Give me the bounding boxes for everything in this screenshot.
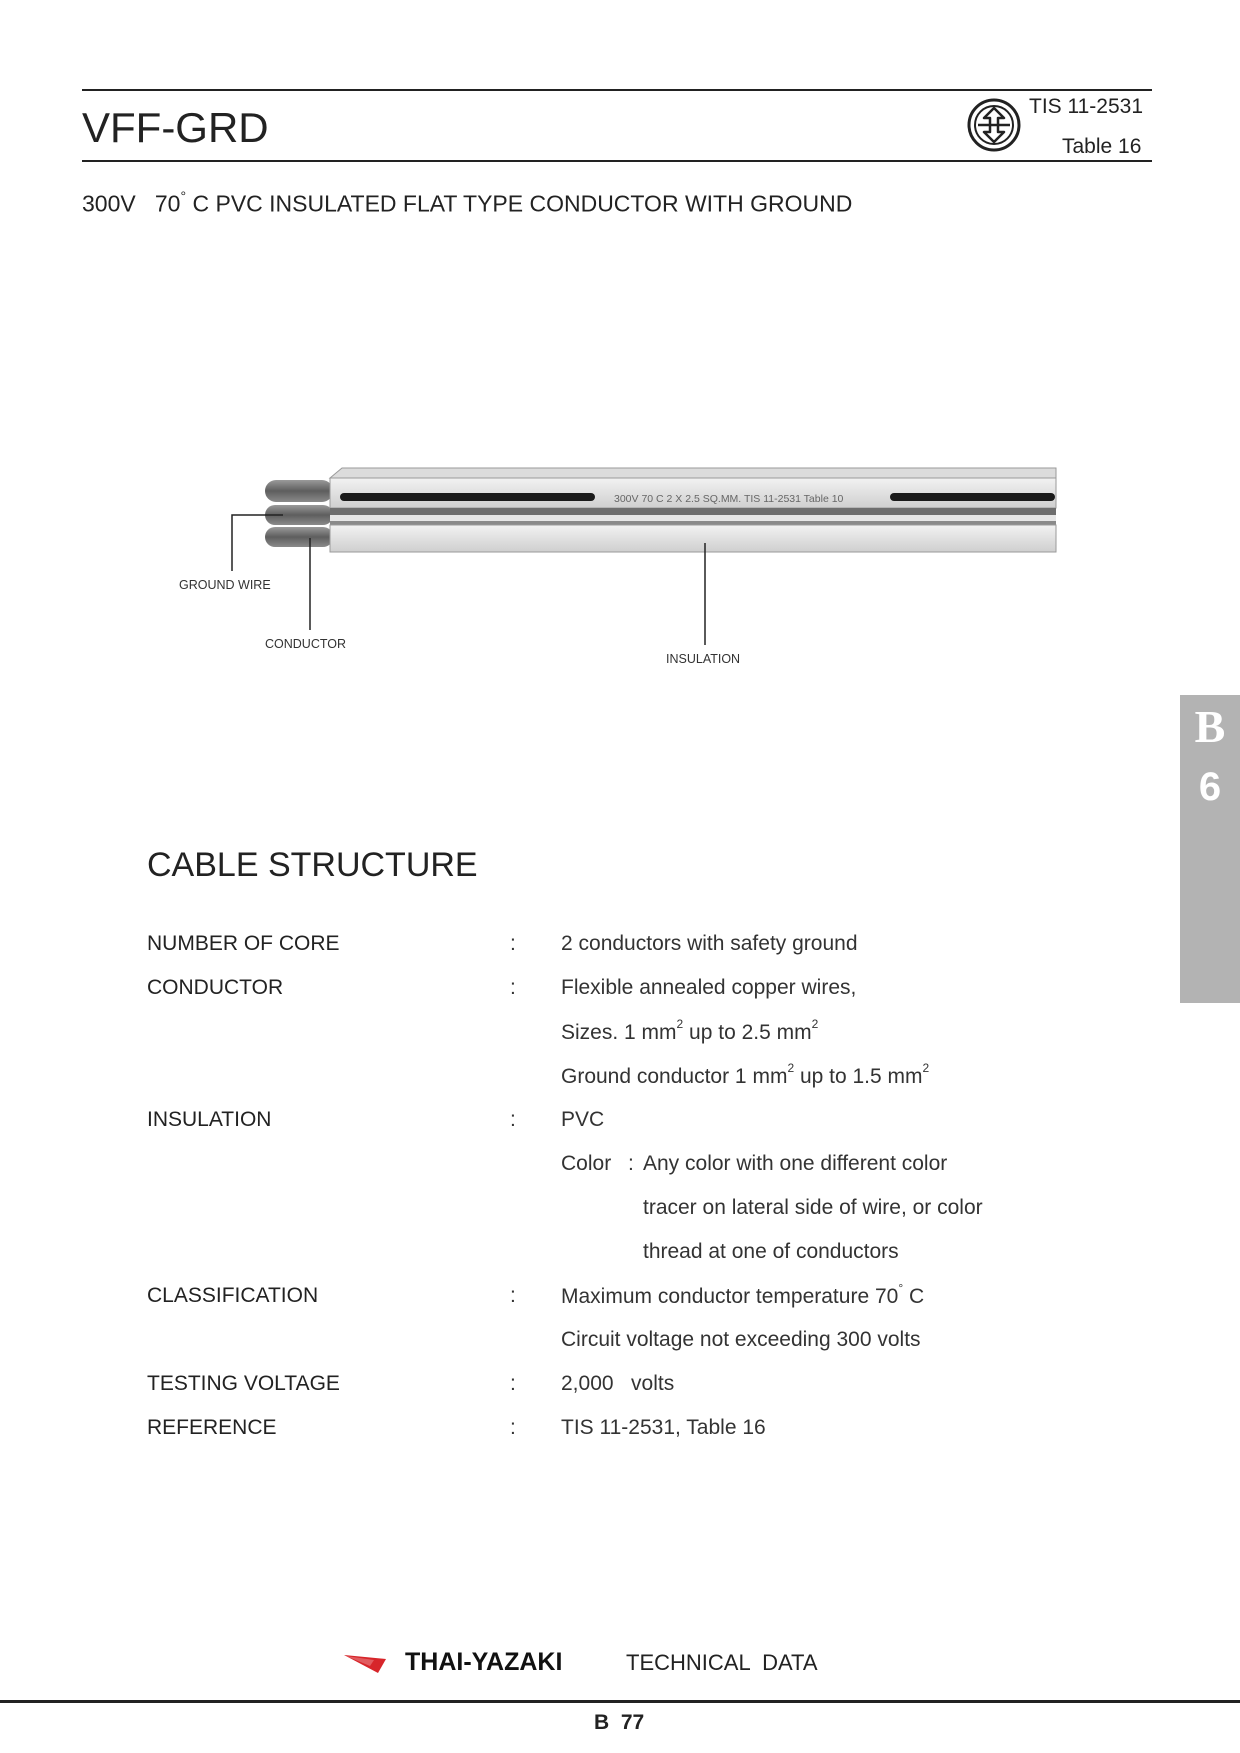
conductor-core-top <box>265 480 333 502</box>
spec-colon: : <box>510 932 516 955</box>
spec-row-classification: CLASSIFICATION : Maximum conductor tempe… <box>0 1281 1240 1324</box>
cable-diagram: 300V 70 C 2 X 2.5 SQ.MM. TIS 11-2531 Tab… <box>231 467 1057 645</box>
spec-value: Circuit voltage not exceeding 300 volts <box>561 1328 921 1351</box>
spec-colon: : <box>510 1108 516 1131</box>
page-number: B 77 <box>594 1711 645 1734</box>
tis-standard-mark-icon <box>967 98 1021 152</box>
spec-row-conductor-sizes: Sizes. 1 mm2 up to 2.5 mm2 <box>0 1017 1240 1060</box>
tracer-line-right <box>890 493 1055 501</box>
header-bottom-rule <box>82 160 1152 162</box>
section-side-tab: B 6 <box>1180 695 1240 1003</box>
standard-table: Table 16 <box>1062 135 1142 158</box>
spec-row-number-of-core: NUMBER OF CORE : 2 conductors with safet… <box>0 932 1240 972</box>
page-subtitle: 300V 70° C PVC INSULATED FLAT TYPE CONDU… <box>82 188 853 218</box>
footer-brand: THAI-YAZAKI <box>405 1648 563 1676</box>
side-tab-letter: B <box>1194 701 1226 752</box>
spec-row-ground-conductor: Ground conductor 1 mm2 up to 1.5 mm2 <box>0 1061 1240 1104</box>
subtitle-degree: ° <box>180 188 187 204</box>
header-top-rule <box>82 89 1152 91</box>
spec-value: 2,000 volts <box>561 1372 675 1395</box>
label-ground-wire: GROUND WIRE <box>179 578 271 592</box>
ground-wire-leader <box>231 514 283 571</box>
cable-print-text: 300V 70 C 2 X 2.5 SQ.MM. TIS 11-2531 Tab… <box>614 493 844 505</box>
insulation-jacket-bottom <box>329 524 1057 553</box>
spec-value: Flexible annealed copper wires, <box>561 976 857 999</box>
spec-label: REFERENCE <box>147 1416 277 1439</box>
side-tab-number: 6 <box>1198 765 1222 809</box>
spec-value: TIS 11-2531, Table 16 <box>561 1416 766 1439</box>
conductor-core-bottom <box>265 527 333 547</box>
spec-value-sizes: Sizes. 1 mm2 up to 2.5 mm2 <box>561 1017 819 1044</box>
ground-wire-core <box>265 505 333 525</box>
spec-colon: : <box>510 1284 516 1307</box>
spec-value: PVC <box>561 1108 605 1131</box>
cable-structure-heading: CABLE STRUCTURE <box>147 846 478 884</box>
spec-colon: : <box>510 1416 516 1439</box>
spec-label: CLASSIFICATION <box>147 1284 319 1307</box>
standard-code: TIS 11-2531 <box>1029 95 1144 118</box>
label-insulation: INSULATION <box>666 652 741 666</box>
insulation-color-line3: thread at one of conductors <box>643 1240 899 1263</box>
spec-colon: : <box>510 1372 516 1395</box>
spec-value: 2 conductors with safety ground <box>561 932 858 955</box>
footer-rule <box>0 1700 1240 1703</box>
spec-value-ground: Ground conductor 1 mm2 up to 1.5 mm2 <box>561 1061 930 1088</box>
spec-value: Maximum conductor temperature 70° C <box>561 1281 925 1308</box>
insulation-divider <box>330 515 1056 521</box>
insulation-color-label: Color <box>561 1152 612 1175</box>
tracer-line-left <box>340 493 595 501</box>
subtitle-temperature: 70 <box>154 190 181 217</box>
spec-row-insulation: INSULATION : PVC <box>0 1108 1240 1148</box>
cable-illustration: 300V 70 C 2 X 2.5 SQ.MM. TIS 11-2531 Tab… <box>231 467 1057 645</box>
spec-row-testing-voltage: TESTING VOLTAGE : 2,000 volts <box>0 1372 1240 1412</box>
insulation-color-colon: : <box>628 1152 634 1175</box>
ground-wire-stripe <box>330 508 1056 515</box>
insulation-color-line1: Any color with one different color <box>643 1152 948 1175</box>
page-title: VFF-GRD <box>82 104 269 151</box>
spec-label: INSULATION <box>147 1108 272 1131</box>
spec-label: NUMBER OF CORE <box>147 932 340 955</box>
spec-label: CONDUCTOR <box>147 976 284 999</box>
subtitle-voltage: 300V <box>82 190 136 217</box>
insulation-top-bevel <box>328 467 1057 479</box>
spec-row-circuit-voltage: Circuit voltage not exceeding 300 volts <box>0 1328 1240 1368</box>
spec-colon: : <box>510 976 516 999</box>
insulation-groove <box>330 521 1056 525</box>
thai-yazaki-logo-icon <box>344 1655 386 1673</box>
spec-label: TESTING VOLTAGE <box>147 1372 340 1395</box>
label-conductor: CONDUCTOR <box>265 637 347 651</box>
footer-tagline: TECHNICAL DATA <box>626 1650 818 1675</box>
spec-row-conductor: CONDUCTOR : Flexible annealed copper wir… <box>0 976 1240 1016</box>
subtitle-description: C PVC INSULATED FLAT TYPE CONDUCTOR WITH… <box>192 190 853 217</box>
spec-row-reference: REFERENCE : TIS 11-2531, Table 16 <box>0 1416 1240 1456</box>
insulation-color-line2: tracer on lateral side of wire, or color <box>643 1196 983 1219</box>
